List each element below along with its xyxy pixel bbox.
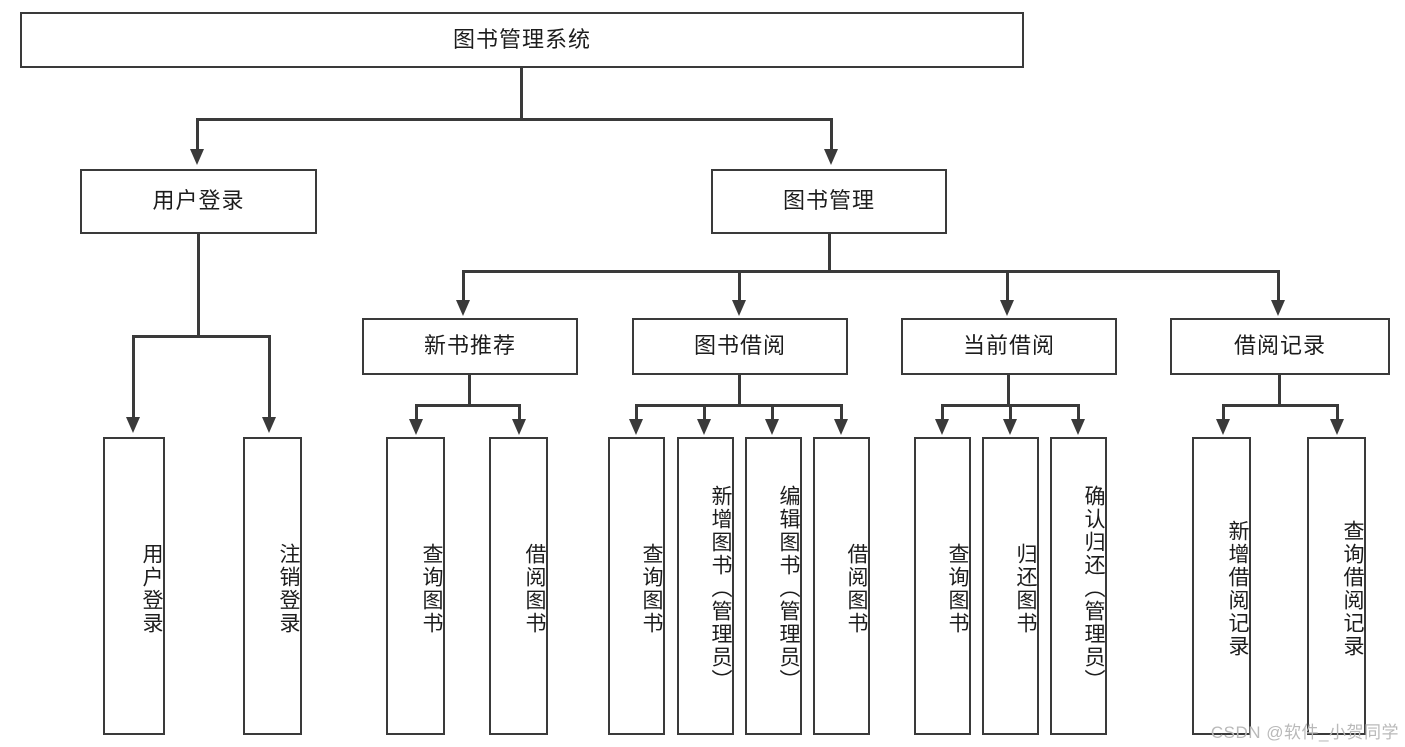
node-new-book-recommend[interactable]: 新书推荐 [362, 318, 578, 375]
edge-book-management-stem [828, 234, 831, 270]
edge-cb-to-leaf-3 [1077, 404, 1080, 421]
edge-nbr-bus [415, 404, 521, 407]
edge-br-to-leaf-2 [1336, 404, 1339, 421]
node-book-management[interactable]: 图书管理 [711, 169, 947, 234]
arrowhead-user-login-to-leaf-1 [126, 417, 140, 433]
node-label: 新增借阅记录 [1226, 520, 1249, 658]
node-leaf-return-book[interactable]: 归还图书 [982, 437, 1039, 735]
node-leaf-query-book-borrow[interactable]: 查询图书 [608, 437, 665, 735]
edge-user-login-bus [132, 335, 271, 338]
edge-root-to-user-login [196, 118, 199, 151]
node-book-borrow[interactable]: 图书借阅 [632, 318, 848, 375]
edge-user-login-to-leaf-2 [268, 335, 271, 419]
edge-user-login-stem [197, 234, 200, 335]
node-leaf-query-book-recommend[interactable]: 查询图书 [386, 437, 445, 735]
edge-bm-to-book-borrow [738, 270, 741, 302]
arrowhead-bb-to-leaf-3 [765, 419, 779, 435]
node-label: 查询借阅记录 [1341, 520, 1364, 658]
arrowhead-bm-to-new-book-recommend [456, 300, 470, 316]
node-leaf-confirm-return-admin[interactable]: 确认归还（管理员） [1050, 437, 1107, 735]
node-label: 借阅图书 [523, 543, 546, 635]
edge-user-login-to-leaf-1 [132, 335, 135, 419]
edge-bm-to-borrow-record [1277, 270, 1280, 302]
arrowhead-bb-to-leaf-2 [697, 419, 711, 435]
node-label: 图书借阅 [693, 333, 786, 359]
arrowhead-nbr-to-leaf-1 [409, 419, 423, 435]
edge-bb-to-leaf-2 [703, 404, 706, 421]
node-current-borrow[interactable]: 当前借阅 [901, 318, 1117, 375]
edge-br-stem [1278, 375, 1281, 404]
node-leaf-query-borrow-record[interactable]: 查询借阅记录 [1307, 437, 1366, 735]
edge-br-bus [1222, 404, 1339, 407]
edge-root-stem [520, 68, 523, 118]
edge-nbr-to-leaf-2 [518, 404, 521, 421]
node-label: 查询图书 [946, 543, 969, 635]
arrowhead-user-login-to-leaf-2 [262, 417, 276, 433]
edge-bb-to-leaf-1 [635, 404, 638, 421]
arrowhead-bm-to-book-borrow [732, 300, 746, 316]
node-label: 归还图书 [1014, 543, 1037, 635]
node-label: 注销登录 [277, 543, 300, 635]
arrowhead-cb-to-leaf-1 [935, 419, 949, 435]
arrowhead-bm-to-borrow-record [1271, 300, 1285, 316]
edge-cb-to-leaf-2 [1009, 404, 1012, 421]
node-label: 借阅记录 [1233, 333, 1326, 359]
arrowhead-br-to-leaf-1 [1216, 419, 1230, 435]
node-label: 查询图书 [420, 543, 443, 635]
node-root-book-management-system[interactable]: 图书管理系统 [20, 12, 1024, 68]
node-leaf-logout-login[interactable]: 注销登录 [243, 437, 302, 735]
node-label: 当前借阅 [962, 333, 1055, 359]
node-user-login[interactable]: 用户登录 [80, 169, 317, 234]
edge-root-bus [196, 118, 833, 121]
node-leaf-user-login[interactable]: 用户登录 [103, 437, 165, 735]
edge-root-to-book-management [830, 118, 833, 151]
arrowhead-cb-to-leaf-2 [1003, 419, 1017, 435]
node-borrow-record[interactable]: 借阅记录 [1170, 318, 1390, 375]
node-label: 用户登录 [152, 188, 245, 214]
edge-cb-stem [1007, 375, 1010, 404]
node-label: 新书推荐 [423, 333, 516, 359]
node-leaf-query-book-current[interactable]: 查询图书 [914, 437, 971, 735]
node-leaf-edit-book-admin[interactable]: 编辑图书（管理员） [745, 437, 802, 735]
node-leaf-borrow-book[interactable]: 借阅图书 [813, 437, 870, 735]
arrowhead-root-to-book-management [824, 149, 838, 165]
arrowhead-root-to-user-login [190, 149, 204, 165]
edge-cb-to-leaf-1 [941, 404, 944, 421]
arrowhead-bm-to-current-borrow [1000, 300, 1014, 316]
node-label: 图书管理 [782, 188, 875, 214]
node-leaf-borrow-book-recommend[interactable]: 借阅图书 [489, 437, 548, 735]
node-label: 借阅图书 [845, 543, 868, 635]
edge-nbr-to-leaf-1 [415, 404, 418, 421]
edge-bb-to-leaf-4 [840, 404, 843, 421]
edge-bb-bus [635, 404, 843, 407]
node-label: 图书管理系统 [452, 26, 591, 52]
node-label: 确认归还（管理员） [1082, 484, 1105, 692]
arrowhead-cb-to-leaf-3 [1071, 419, 1085, 435]
edge-bb-stem [738, 375, 741, 404]
arrowhead-br-to-leaf-2 [1330, 419, 1344, 435]
arrowhead-nbr-to-leaf-2 [512, 419, 526, 435]
node-label: 查询图书 [640, 543, 663, 635]
edge-bb-to-leaf-3 [771, 404, 774, 421]
node-leaf-add-borrow-record[interactable]: 新增借阅记录 [1192, 437, 1251, 735]
node-label: 编辑图书（管理员） [777, 484, 800, 692]
edge-bm-to-current-borrow [1006, 270, 1009, 302]
edge-nbr-stem [468, 375, 471, 404]
node-label: 用户登录 [140, 543, 163, 635]
edge-br-to-leaf-1 [1222, 404, 1225, 421]
arrowhead-bb-to-leaf-4 [834, 419, 848, 435]
edge-book-management-bus [462, 270, 1280, 273]
node-label: 新增图书（管理员） [709, 484, 732, 692]
edge-bm-to-new-book-recommend [462, 270, 465, 302]
node-leaf-add-book-admin[interactable]: 新增图书（管理员） [677, 437, 734, 735]
arrowhead-bb-to-leaf-1 [629, 419, 643, 435]
